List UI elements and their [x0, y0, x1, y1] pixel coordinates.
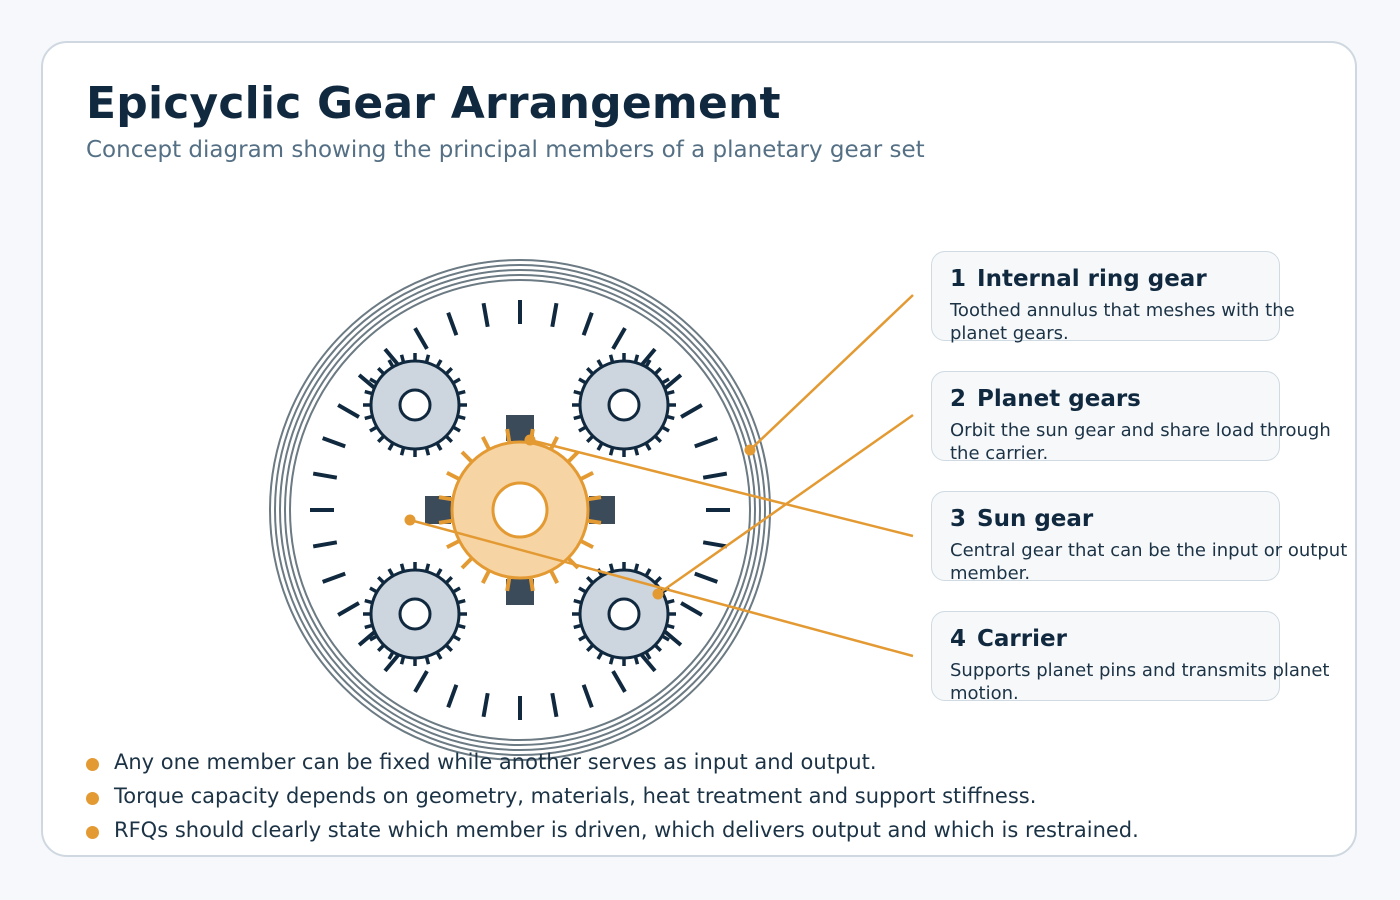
ring-outline-circle	[289, 279, 751, 741]
planet-pin-hole	[398, 388, 432, 422]
ring-tooth	[550, 302, 559, 328]
callout-title: Carrier	[977, 626, 1067, 652]
ring-tooth	[321, 436, 346, 449]
planet-gear	[363, 353, 467, 457]
planet-pin-hole	[607, 388, 641, 422]
ring-tooth	[312, 471, 338, 480]
bullet-dot-icon	[86, 758, 99, 771]
ring-tooth	[694, 436, 719, 449]
planet-gear	[572, 353, 676, 457]
carrier-block	[506, 579, 534, 605]
notes-list: Any one member can be fixed while anothe…	[86, 748, 1139, 850]
leader-line	[409, 518, 914, 658]
sun-gear	[438, 428, 602, 592]
callout-title: Planet gears	[977, 386, 1141, 412]
leader-line	[529, 438, 914, 538]
planet-gear	[363, 562, 467, 666]
callout-heading: 4 Carrier	[950, 626, 1067, 652]
callout-description: Supports planet pins and transmits plane…	[950, 660, 1330, 704]
ring-tooth	[611, 670, 627, 693]
ring-tooth	[481, 692, 490, 718]
note-item: RFQs should clearly state which member i…	[86, 816, 1139, 850]
callout-carrier: 4 Carrier Supports planet pins and transm…	[931, 611, 1329, 704]
leader-anchor-dot	[652, 588, 664, 600]
sun-bore	[491, 481, 549, 539]
callout-number: 2	[950, 386, 967, 412]
ring-tooth	[413, 670, 429, 693]
callout-number: 3	[950, 506, 967, 532]
leader-anchor-dot	[404, 514, 416, 526]
leader-line	[749, 294, 914, 451]
leader-anchor-dot	[524, 434, 536, 446]
ring-tooth	[702, 471, 728, 480]
ring-tooth	[611, 327, 627, 350]
ring-outline-circle	[279, 269, 761, 751]
ring-tooth	[581, 311, 594, 336]
carrier-block	[425, 496, 451, 524]
ring-tooth	[702, 540, 728, 549]
callout-sun-gear: 3 Sun gear Central gear that can be the i…	[931, 491, 1347, 584]
carrier-blocks	[425, 415, 615, 605]
ring-tooth	[481, 302, 490, 328]
ring-tooth	[413, 327, 429, 350]
note-text: Torque capacity depends on geometry, mat…	[114, 784, 1037, 808]
ring-tooth	[446, 684, 459, 709]
page-subtitle: Concept diagram showing the principal me…	[86, 137, 925, 163]
page-title: Epicyclic Gear Arrangement	[86, 78, 781, 129]
carrier-block	[589, 496, 615, 524]
leader-lines	[404, 294, 914, 658]
note-item: Torque capacity depends on geometry, mat…	[86, 782, 1139, 816]
note-text: Any one member can be fixed while anothe…	[114, 750, 877, 774]
ring-tooth	[550, 692, 559, 718]
ring-tooth	[680, 601, 703, 617]
callout-description: Central gear that can be the input or ou…	[950, 540, 1348, 584]
callout-description: Orbit the sun gear and share load throug…	[950, 420, 1331, 464]
planet-pin-hole	[398, 597, 432, 631]
bullet-dot-icon	[86, 792, 99, 805]
callout-title: Sun gear	[977, 506, 1094, 532]
ring-gear-outline	[269, 259, 771, 761]
callout-planet-gears: 2 Planet gears Orbit the sun gear and sha…	[931, 371, 1331, 464]
ring-outline-circle	[269, 259, 771, 761]
ring-tooth	[312, 540, 338, 549]
leader-anchor-dot	[744, 444, 756, 456]
ring-gear-teeth	[310, 300, 730, 720]
callout-heading: 2 Planet gears	[950, 386, 1141, 412]
planet-pin-hole	[607, 597, 641, 631]
callout-description: Toothed annulus that meshes with the pla…	[950, 300, 1295, 344]
ring-tooth	[680, 403, 703, 419]
ring-outline-circle	[274, 264, 766, 756]
ring-outline-circle	[284, 274, 756, 746]
callout-number: 1	[950, 266, 967, 292]
ring-tooth	[337, 601, 360, 617]
ring-tooth	[337, 403, 360, 419]
note-item: Any one member can be fixed while anothe…	[86, 748, 1139, 782]
callout-title: Internal ring gear	[977, 266, 1207, 292]
ring-tooth	[694, 571, 719, 584]
callout-heading: 1 Internal ring gear	[950, 266, 1207, 292]
ring-tooth	[581, 684, 594, 709]
ring-tooth	[446, 311, 459, 336]
callout-number: 4	[950, 626, 967, 652]
callout-ring-gear: 1 Internal ring gear Toothed annulus that…	[931, 251, 1295, 344]
ring-tooth	[321, 571, 346, 584]
note-text: RFQs should clearly state which member i…	[114, 818, 1139, 842]
bullet-dot-icon	[86, 826, 99, 839]
callout-heading: 3 Sun gear	[950, 506, 1093, 532]
